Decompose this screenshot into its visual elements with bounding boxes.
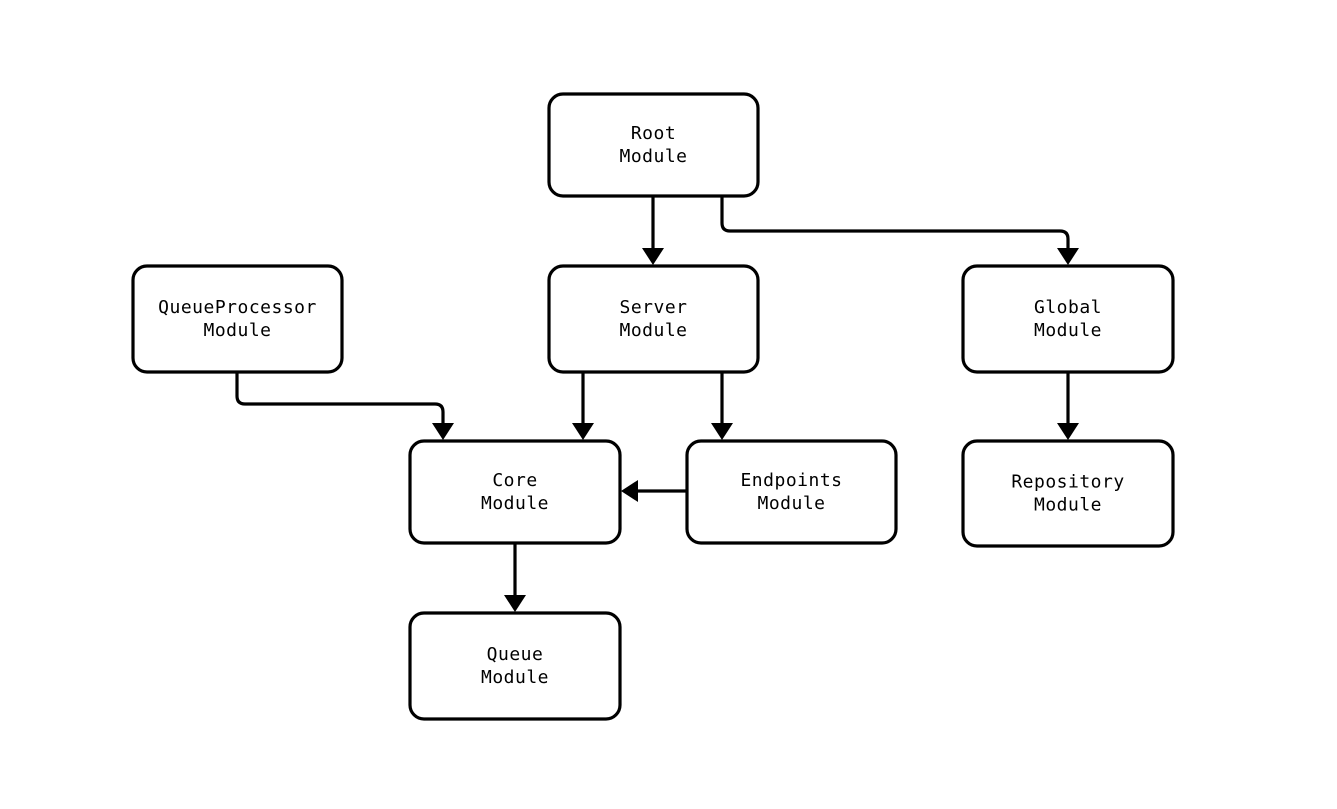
node-label-line1: Global (1034, 297, 1102, 318)
node-label-line2: Module (619, 320, 687, 341)
arrow-head-icon (572, 423, 594, 440)
node-label-line1: Repository (1011, 472, 1124, 493)
edge-global-to-repository (1057, 372, 1079, 440)
node-rectangle[interactable] (547, 92, 760, 198)
node-label-line1: Endpoints (740, 470, 842, 491)
node-label-line1: Queue (487, 644, 544, 665)
node-label-line2: Module (481, 667, 549, 688)
node-label-line1: Server (619, 297, 687, 318)
node-rectangle[interactable] (131, 264, 344, 374)
node-rectangle[interactable] (961, 264, 1175, 374)
node-label-line2: Module (619, 146, 687, 167)
arrow-head-icon (432, 423, 454, 440)
nodes-layer: RootModuleQueueProcessorModuleServerModu… (131, 92, 1175, 721)
edge-line (235, 372, 445, 428)
node-label-line2: Module (481, 493, 549, 514)
arrow-head-icon (504, 595, 526, 612)
arrow-head-icon (1057, 423, 1079, 440)
edge-endpoints-to-core (621, 480, 687, 502)
node-label-line2: Module (1034, 320, 1102, 341)
edge-server-to-endpoints (711, 372, 733, 440)
node-rectangle[interactable] (408, 439, 622, 545)
node-label-line2: Module (203, 320, 271, 341)
edge-queueprocessor-to-core (235, 372, 454, 440)
node-label-line1: Core (492, 470, 537, 491)
arrow-head-icon (1057, 248, 1079, 265)
node-rectangle[interactable] (547, 264, 760, 374)
node-label-line1: Root (631, 123, 676, 144)
node-rectangle[interactable] (685, 439, 898, 545)
node-label-line1: QueueProcessor (158, 297, 317, 318)
edge-core-to-queue (504, 543, 526, 612)
arrow-head-icon (621, 480, 638, 502)
edge-root-to-server (642, 196, 664, 265)
node-rectangle[interactable] (408, 611, 622, 721)
arrow-head-icon (711, 423, 733, 440)
edges-layer (235, 196, 1079, 612)
edge-server-to-core (572, 372, 594, 440)
edge-root-to-global (720, 196, 1079, 265)
node-label-line2: Module (757, 493, 825, 514)
node-label-line2: Module (1034, 495, 1102, 516)
arrow-head-icon (642, 248, 664, 265)
node-rectangle[interactable] (961, 439, 1175, 548)
edge-line (720, 196, 1070, 253)
